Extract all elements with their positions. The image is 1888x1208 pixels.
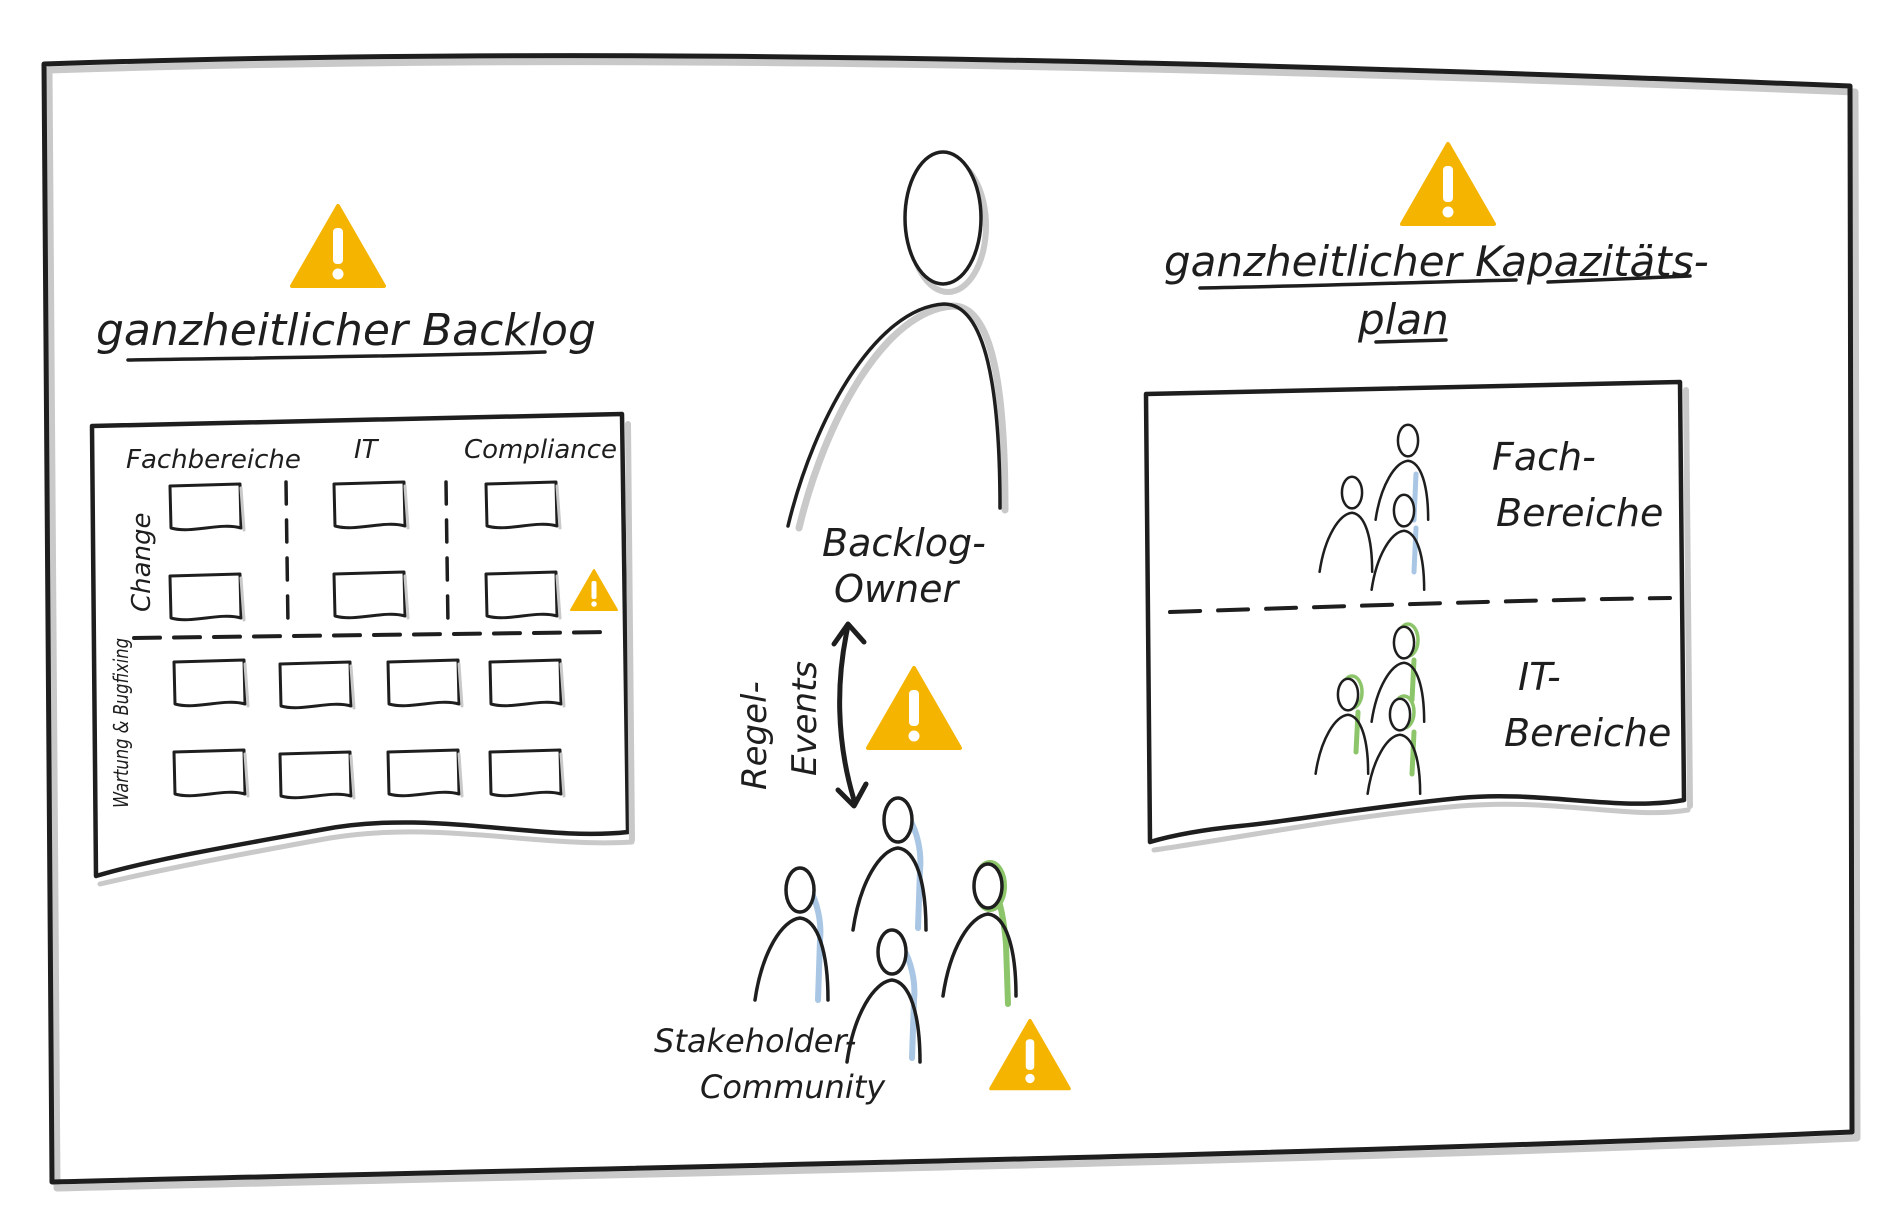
sticky-note — [278, 660, 356, 710]
sticky-note — [278, 750, 356, 800]
warning-icon — [1400, 142, 1496, 226]
sticky-note — [484, 570, 562, 620]
events-label-line1: Regel- — [735, 681, 775, 790]
left-panel-title: ganzheitlicher Backlog — [96, 305, 596, 356]
right-panel: ganzheitlicher Kapazitäts- plan Fach- Be… — [1143, 142, 1709, 853]
section-bottom-line2: Bereiche — [1504, 711, 1671, 755]
community-label-line2: Community — [700, 1068, 886, 1106]
sticky-note — [172, 748, 250, 798]
community-label-line1: Stakeholder- — [654, 1022, 856, 1060]
person-icon — [851, 796, 928, 932]
warning-icon — [866, 666, 962, 750]
sticky-note — [386, 748, 464, 798]
person-icon — [845, 928, 922, 1064]
fach-bereiche-team — [1318, 423, 1430, 592]
left-panel: ganzheitlicher Backlog Fachbereiche IT C… — [89, 204, 635, 887]
center-section: Backlog- Owner Regel- Events Stakeholder… — [654, 150, 1071, 1106]
section-bottom-line1: IT- — [1518, 655, 1561, 699]
sticky-note — [484, 480, 562, 530]
sticky-note — [332, 570, 410, 620]
row-label-wartung-bugfixing: Wartung & Bugfixing — [109, 638, 133, 808]
capacity-plan-sheet — [1143, 379, 1687, 845]
section-top-line2: Bereiche — [1496, 491, 1663, 535]
backlog-owner-figure — [786, 150, 1009, 532]
right-panel-title-line2: plan — [1357, 295, 1449, 344]
sticky-note — [488, 658, 566, 708]
section-top-line1: Fach- — [1492, 435, 1596, 479]
double-arrow — [831, 621, 869, 809]
person-icon — [903, 150, 983, 286]
stakeholder-community — [753, 796, 1018, 1064]
it-bereiche-team — [1314, 622, 1426, 796]
sticky-note — [386, 658, 464, 708]
warning-icon — [290, 204, 386, 288]
events-label-line2: Events — [785, 661, 825, 776]
row-label-change: Change — [127, 512, 157, 612]
owner-label-line1: Backlog- — [822, 521, 986, 565]
warning-icon — [989, 1018, 1071, 1091]
column-header-compliance: Compliance — [464, 435, 617, 465]
sticky-note — [172, 658, 250, 708]
column-header-fachbereiche: Fachbereiche — [126, 445, 301, 475]
sticky-note — [488, 748, 566, 798]
sticky-note — [168, 572, 246, 622]
column-header-it: IT — [354, 435, 380, 465]
owner-label-line2: Owner — [834, 567, 960, 611]
sticky-note — [332, 480, 410, 530]
outer-frame — [41, 53, 1861, 1192]
sticky-note — [168, 482, 246, 532]
